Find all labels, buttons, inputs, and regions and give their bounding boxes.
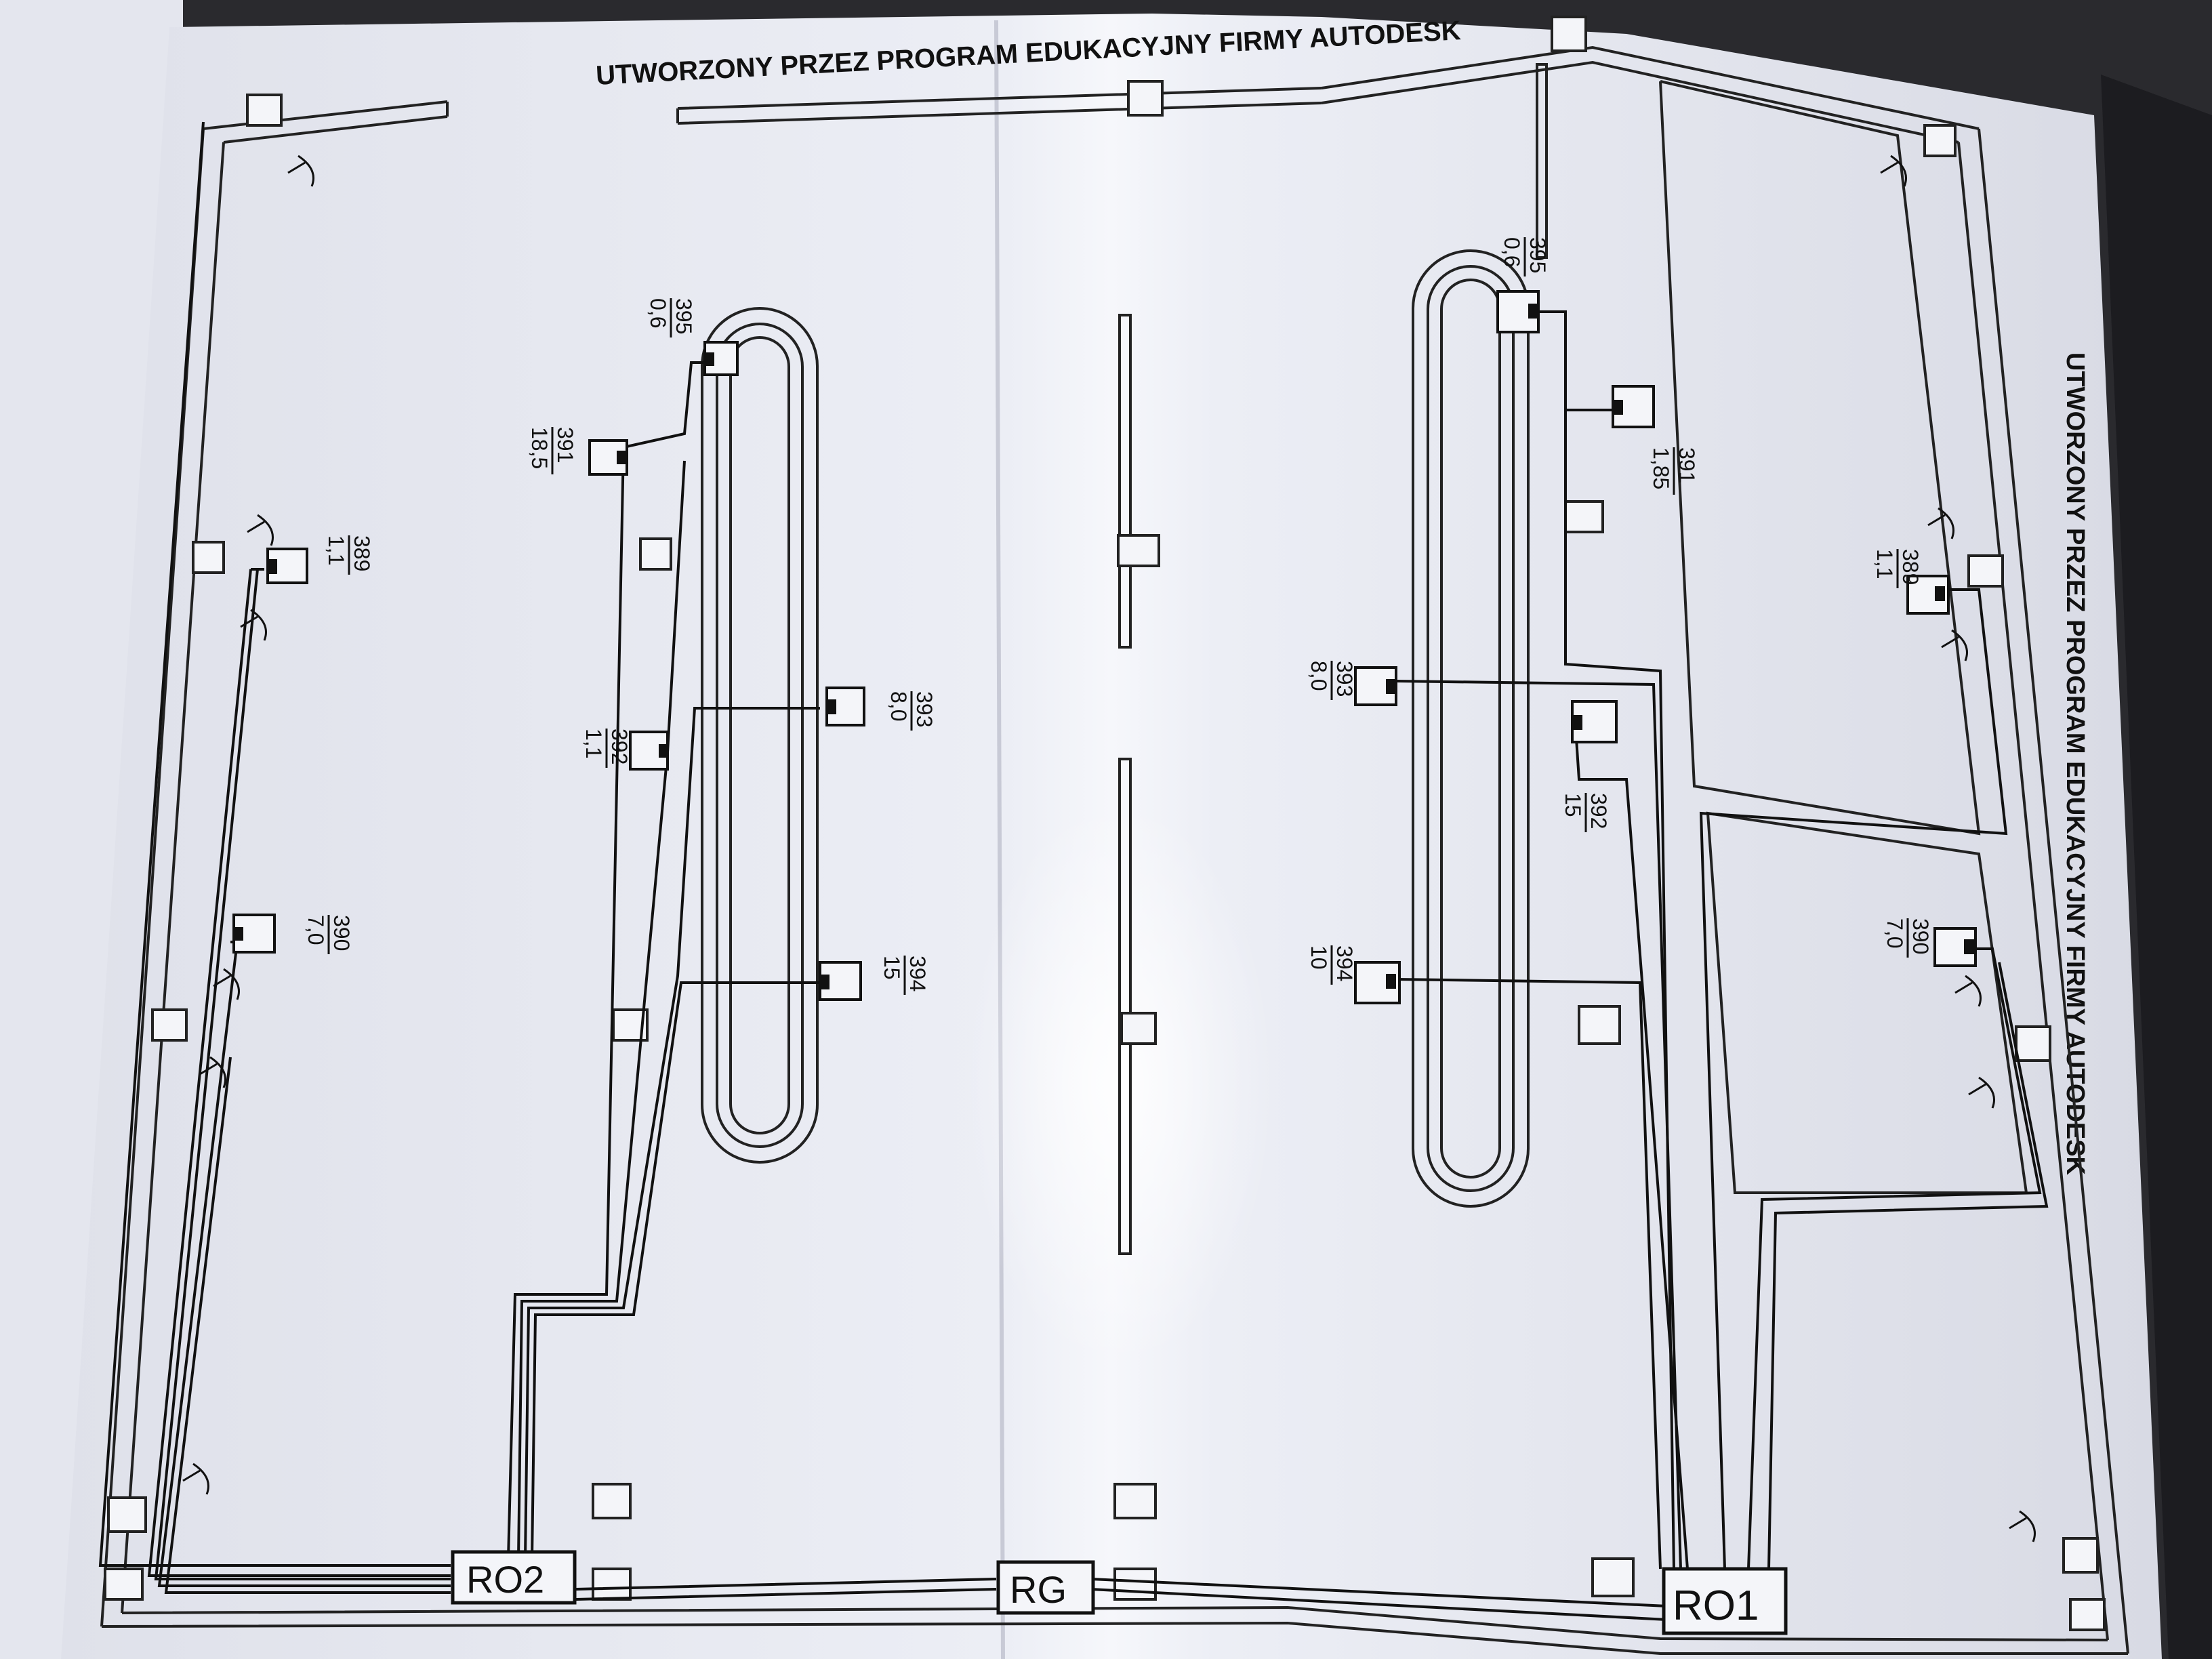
lamp-r394 <box>1354 961 1401 1004</box>
label-r390-num: 390 <box>1908 918 1933 954</box>
panel-rg: RG <box>996 1560 1095 1615</box>
label-r389-num: 389 <box>1898 549 1923 585</box>
columns <box>104 16 2106 1631</box>
label-r392: 392 15 <box>1561 793 1611 832</box>
label-r395-num: 395 <box>1525 237 1550 273</box>
switches <box>182 155 2036 1542</box>
label-l393-num: 393 <box>912 691 937 727</box>
label-l391: 391 18,5 <box>527 427 577 474</box>
lamp-l395 <box>703 341 739 376</box>
label-r393-val: 8,0 <box>1307 661 1331 691</box>
label-group: 395 0,6 391 18,5 389 1,1 392 1,1 393 8,0… <box>304 237 1933 995</box>
lamp-l392 <box>629 731 669 771</box>
label-l389-val: 1,1 <box>324 535 348 565</box>
label-l392-val: 1,1 <box>581 729 606 758</box>
label-l391-num: 391 <box>553 427 577 463</box>
label-r390: 390 7,0 <box>1883 918 1933 958</box>
label-r395: 395 0,6 <box>1500 237 1550 276</box>
walls <box>100 45 2129 1655</box>
label-r393-num: 393 <box>1332 661 1357 697</box>
label-r389: 389 1,1 <box>1872 549 1923 588</box>
track-loops <box>701 249 1530 1208</box>
lamp-r390 <box>1933 927 1977 967</box>
label-r390-val: 7,0 <box>1883 918 1907 948</box>
label-l389-num: 389 <box>350 535 374 571</box>
label-r391-num: 391 <box>1675 447 1699 483</box>
panel-ro1: RO1 <box>1662 1567 1788 1635</box>
paper-fold <box>994 20 1005 1659</box>
label-l394-val: 15 <box>880 956 904 980</box>
label-r394-val: 10 <box>1307 945 1331 970</box>
watermark-side: UTWORZONY PRZEZ PROGRAM EDUKACYJNY FIRMY… <box>2061 352 2089 1176</box>
label-r393: 393 8,0 <box>1307 661 1357 700</box>
lamp-l393 <box>825 687 865 726</box>
lamp-r393 <box>1354 666 1397 706</box>
lamp-l391 <box>588 439 628 476</box>
label-l390-num: 390 <box>329 915 354 951</box>
label-l389: 389 1,1 <box>324 535 374 575</box>
lamp-l389 <box>266 548 308 584</box>
panel-rg-label: RG <box>1010 1568 1067 1611</box>
lamp-l390 <box>232 914 276 954</box>
lamp-r395 <box>1496 290 1540 333</box>
label-l395-val: 0,6 <box>646 298 670 328</box>
shadow-right <box>2101 75 2212 1659</box>
label-l394: 394 15 <box>880 956 930 995</box>
label-r391: 391 1,85 <box>1649 447 1699 495</box>
label-r394: 394 10 <box>1307 945 1357 985</box>
lamp-l394 <box>819 961 862 1001</box>
label-l395-num: 395 <box>672 298 696 334</box>
label-l390-val: 7,0 <box>304 915 328 945</box>
label-l390: 390 7,0 <box>304 915 354 954</box>
panel-ro2: RO2 <box>451 1550 577 1605</box>
label-r395-val: 0,6 <box>1500 237 1524 267</box>
lamp-r392 <box>1571 700 1618 743</box>
label-l393-val: 8,0 <box>886 691 911 721</box>
label-l395: 395 0,6 <box>646 298 696 337</box>
panel-ro1-label: RO1 <box>1673 1582 1759 1629</box>
label-r394-num: 394 <box>1332 945 1357 981</box>
label-r391-val: 1,85 <box>1649 447 1673 489</box>
label-l393: 393 8,0 <box>886 691 937 731</box>
label-l392: 392 1,1 <box>581 729 632 768</box>
lamp-r391 <box>1612 385 1655 428</box>
label-r389-val: 1,1 <box>1872 549 1897 579</box>
lamp-r389 <box>1906 575 1950 615</box>
label-l392-num: 392 <box>607 729 632 764</box>
label-r392-val: 15 <box>1561 793 1585 817</box>
panel-ro2-label: RO2 <box>466 1558 544 1601</box>
label-r392-num: 392 <box>1586 793 1611 829</box>
label-l394-num: 394 <box>905 956 930 991</box>
lamp-fixtures <box>232 290 1977 1004</box>
label-l391-val: 18,5 <box>527 427 552 469</box>
